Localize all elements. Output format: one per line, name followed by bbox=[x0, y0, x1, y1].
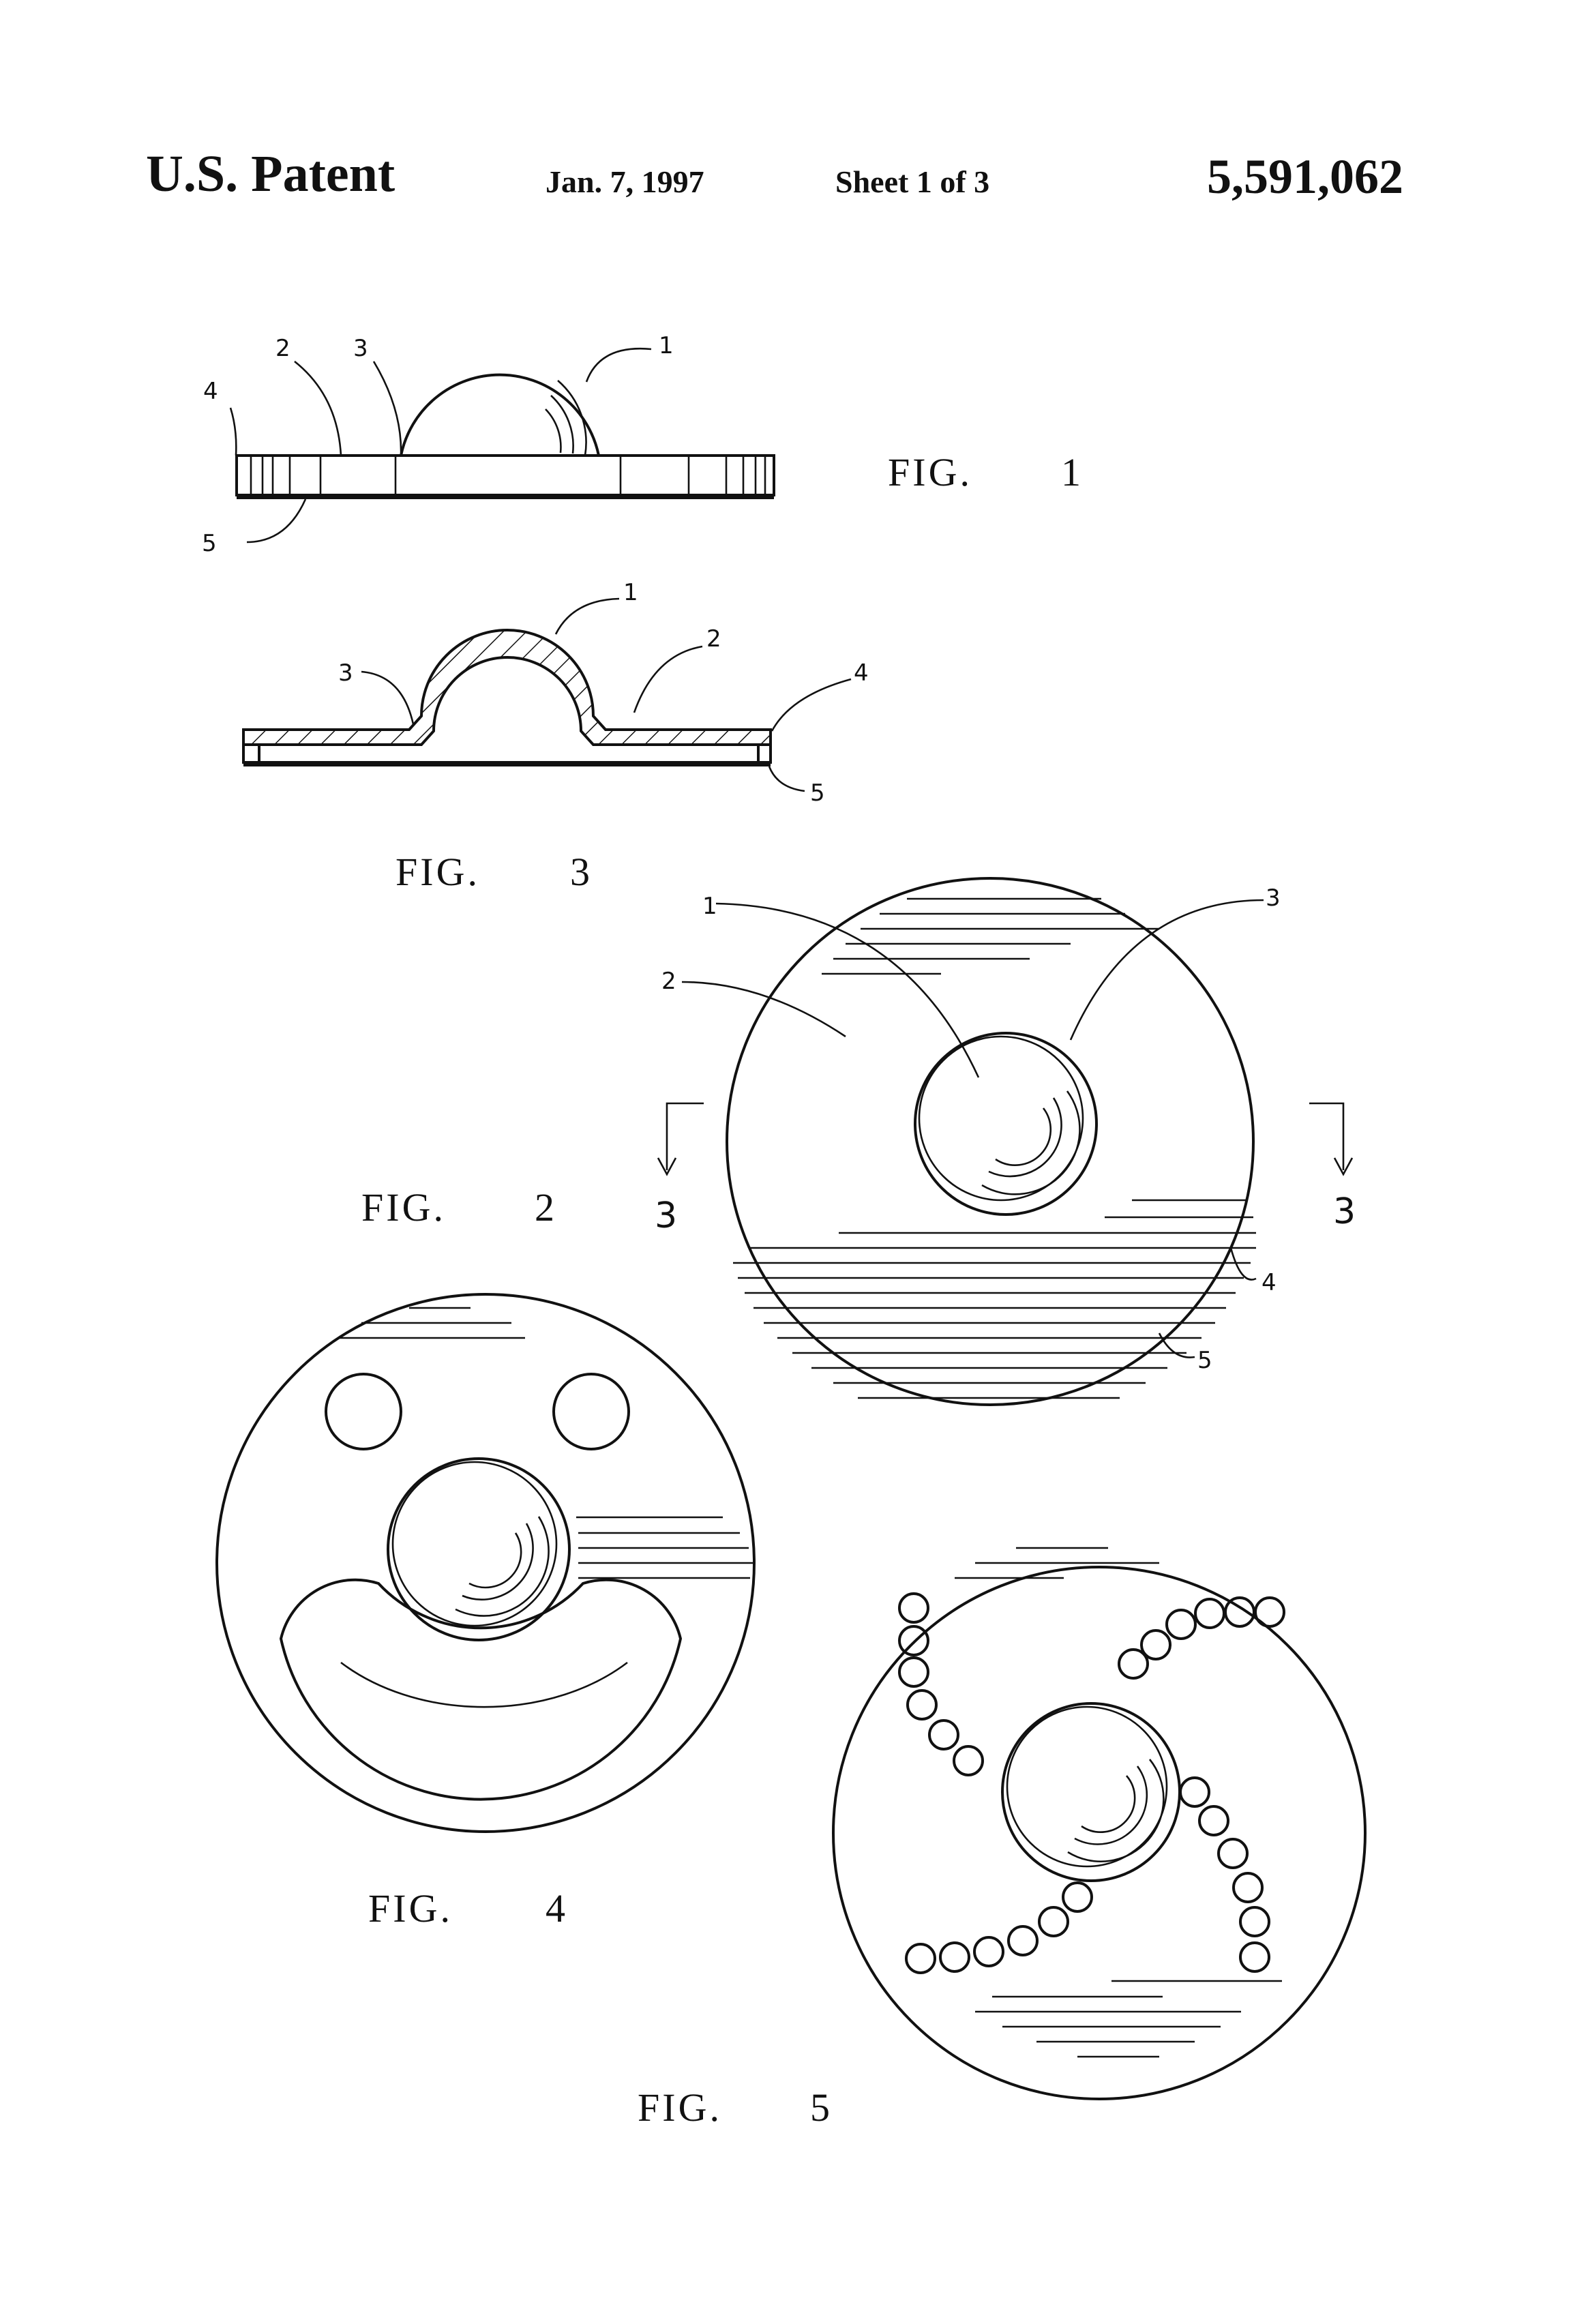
fig-4-caption: FIG. bbox=[368, 1886, 453, 1931]
fig-3-number: 3 bbox=[570, 850, 593, 894]
fig-5-caption: FIG. bbox=[638, 2085, 722, 2130]
fig-3-caption: FIG. bbox=[395, 850, 480, 894]
figure-1: 4 2 3 1 5 FIG. 1 bbox=[202, 332, 1084, 557]
section-mark: 3 bbox=[1333, 1191, 1356, 1232]
fig-2-caption: FIG. bbox=[361, 1185, 446, 1230]
figure-2: 1 2 3 4 5 3 3 FIG. 2 bbox=[361, 877, 1356, 1406]
fig-1-caption: FIG. bbox=[888, 450, 972, 494]
figure-5: FIG. 5 bbox=[638, 1547, 1367, 2130]
ref-label: 4 bbox=[1262, 1269, 1277, 1296]
ref-label: 2 bbox=[706, 625, 721, 653]
section-arrow-right: 3 bbox=[1309, 1102, 1356, 1232]
ref-label: 3 bbox=[1266, 884, 1281, 912]
patent-date: Jan. 7, 1997 bbox=[546, 164, 704, 199]
dot-pattern bbox=[898, 1592, 1285, 1974]
patent-title: U.S. Patent bbox=[146, 145, 395, 203]
ref-label: 4 bbox=[854, 659, 869, 687]
ref-label: 1 bbox=[623, 579, 638, 606]
ref-label: 5 bbox=[810, 779, 825, 807]
figure-3: 1 2 3 4 5 FIG. 3 bbox=[242, 579, 869, 894]
ref-label: 2 bbox=[275, 335, 290, 362]
figure-4: FIG. 4 bbox=[215, 1293, 756, 1931]
ref-label: 1 bbox=[702, 893, 717, 920]
ref-label: 3 bbox=[338, 659, 353, 687]
ref-label: 2 bbox=[661, 968, 676, 995]
ref-label: 4 bbox=[203, 378, 218, 405]
fig-1-number: 1 bbox=[1061, 450, 1084, 494]
patent-sheet: Sheet 1 of 3 bbox=[835, 164, 990, 199]
patent-number: 5,591,062 bbox=[1207, 149, 1403, 204]
ref-label: 5 bbox=[1197, 1347, 1212, 1374]
ref-label: 5 bbox=[202, 530, 217, 557]
fig-4-number: 4 bbox=[546, 1886, 568, 1931]
fig-2-number: 2 bbox=[535, 1185, 557, 1230]
section-arrow-left: 3 bbox=[655, 1102, 704, 1236]
fig-5-number: 5 bbox=[810, 2085, 833, 2130]
ref-label: 1 bbox=[659, 332, 674, 359]
ref-label: 3 bbox=[353, 335, 368, 362]
section-mark: 3 bbox=[655, 1195, 677, 1236]
